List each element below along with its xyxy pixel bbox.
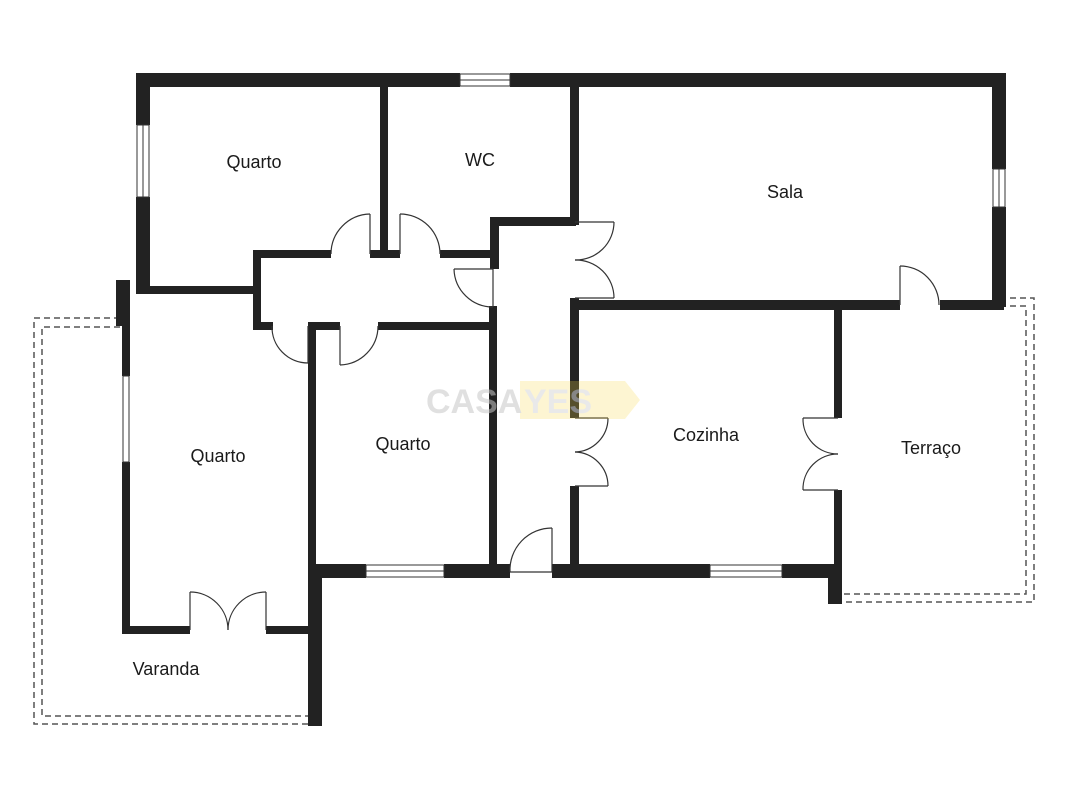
room-label-varanda: Varanda xyxy=(133,659,201,679)
room-label-wc: WC xyxy=(465,150,495,170)
room-label-terraco: Terraço xyxy=(901,438,961,458)
door-cozinha-terraco xyxy=(802,417,839,491)
casayes-watermark: CASA YES xyxy=(426,381,640,421)
door-quarto-left xyxy=(271,325,309,364)
watermark-yellow-shape xyxy=(520,381,640,419)
doors xyxy=(189,213,940,631)
door-corridor xyxy=(453,268,494,308)
door-sala-terraco xyxy=(899,265,940,306)
window-left-lower xyxy=(122,375,130,463)
room-label-quarto-left: Quarto xyxy=(190,446,245,466)
room-label-cozinha: Cozinha xyxy=(673,425,740,445)
terraco-outdoor-outline xyxy=(836,297,1035,603)
door-varanda-double xyxy=(189,591,267,631)
door-sala-double xyxy=(574,221,615,299)
door-wc xyxy=(399,213,441,255)
room-label-sala: Sala xyxy=(767,182,804,202)
window-mid-bottom xyxy=(365,564,445,578)
windows xyxy=(122,73,1006,578)
window-left-top xyxy=(136,124,150,198)
room-label-quarto-mid: Quarto xyxy=(375,434,430,454)
window-top xyxy=(459,73,511,87)
door-quarto-top xyxy=(330,213,371,255)
watermark-yes: YES xyxy=(524,383,592,421)
walls xyxy=(116,73,1006,726)
door-quarto-mid xyxy=(339,325,379,366)
window-right-sala xyxy=(992,168,1006,208)
door-entrance xyxy=(509,527,553,573)
door-cozinha-left xyxy=(574,417,609,487)
room-label-quarto-top: Quarto xyxy=(226,152,281,172)
window-cozinha-bottom xyxy=(709,564,783,578)
varanda-outdoor-outline xyxy=(33,317,316,725)
watermark-casa: CASA xyxy=(426,383,522,421)
